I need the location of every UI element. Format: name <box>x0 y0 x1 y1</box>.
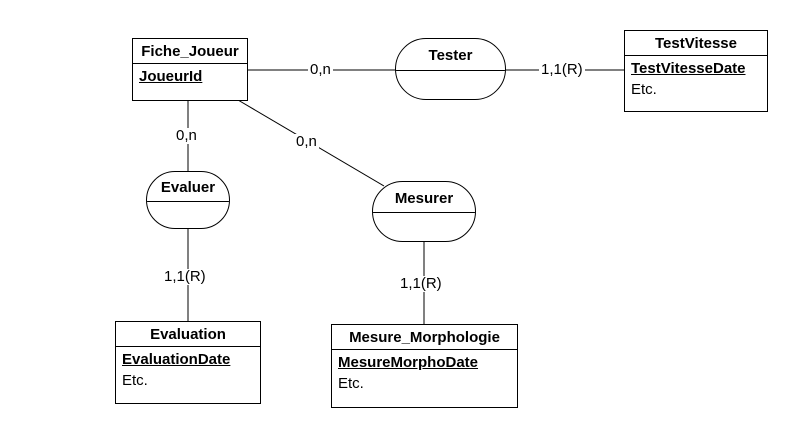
association-label: Tester <box>428 47 473 64</box>
entity-title: Mesure_Morphologie <box>332 325 517 350</box>
cardinality-evaluer-evaluation: 1,1(R) <box>162 268 208 285</box>
entity-title: Evaluation <box>116 322 260 347</box>
association-divider <box>396 70 505 71</box>
entity-mesure-morphologie: Mesure_Morphologie MesureMorphoDate Etc. <box>331 324 518 408</box>
association-label: Mesurer <box>394 190 454 207</box>
cardinality-joueur-tester: 0,n <box>308 61 333 78</box>
entity-attribute: Etc. <box>631 81 657 98</box>
association-divider <box>147 201 229 202</box>
association-evaluer: Evaluer <box>146 171 230 229</box>
entity-title: TestVitesse <box>625 31 767 56</box>
entity-fiche-joueur: Fiche_Joueur JoueurId <box>132 38 248 101</box>
entity-title: Fiche_Joueur <box>133 39 247 64</box>
entity-key: MesureMorphoDate <box>338 354 479 371</box>
association-label: Evaluer <box>160 179 216 196</box>
association-divider <box>373 212 475 213</box>
association-mesurer: Mesurer <box>372 181 476 242</box>
cardinality-mesurer-mesure: 1,1(R) <box>398 275 444 292</box>
entity-key: TestVitesseDate <box>631 60 746 77</box>
cardinality-joueur-mesurer: 0,n <box>294 133 319 150</box>
entity-test-vitesse: TestVitesse TestVitesseDate Etc. <box>624 30 768 112</box>
entity-key: EvaluationDate <box>122 351 231 368</box>
cardinality-tester-testvitesse: 1,1(R) <box>539 61 585 78</box>
entity-key: JoueurId <box>139 68 203 85</box>
association-tester: Tester <box>395 38 506 100</box>
entity-evaluation: Evaluation EvaluationDate Etc. <box>115 321 261 404</box>
entity-attribute: Etc. <box>338 375 364 392</box>
cardinality-joueur-evaluer: 0,n <box>174 127 199 144</box>
entity-attribute: Etc. <box>122 372 148 389</box>
